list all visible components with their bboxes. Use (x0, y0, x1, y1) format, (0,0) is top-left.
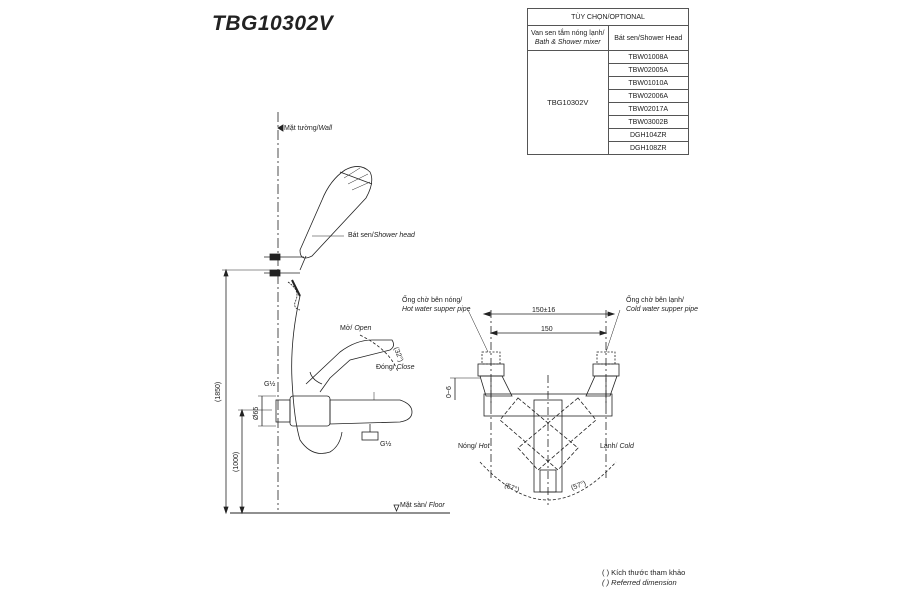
reference-note-en: ( ) Referred dimension (602, 578, 677, 587)
handle-hot-rotated (499, 397, 579, 471)
dim-outer-label: 150±16 (532, 307, 555, 314)
reference-note-vi: ( ) Kích thước tham khảo (602, 568, 686, 577)
rotation-arc (479, 461, 617, 501)
mixer-front-body (483, 393, 613, 417)
angle-right-label: (57°) (570, 479, 587, 492)
mixer-side-drawing (275, 339, 413, 441)
dim-arrow (239, 506, 245, 515)
dim-arrow (223, 506, 229, 515)
cold-label: Lạnh/ Cold (600, 443, 635, 450)
mixer-column-header-vi: Van sen tắm nóng lạnh/ (531, 30, 605, 37)
shower-head-column-header: Bát sen/Shower Head (607, 25, 689, 51)
wall-label: Mặt tường/Wall (284, 125, 333, 132)
open-label: Mở/ Open (340, 324, 372, 332)
close-label: Đóng/ Close (376, 364, 415, 371)
angle-left-label: (57°) (503, 481, 520, 494)
hose-drawing (291, 295, 343, 454)
product-title: TBG10302V (212, 12, 334, 35)
cold-fitting-drawing (585, 351, 620, 406)
dim-arrow (607, 311, 616, 317)
shower-head-label: Bát sen/Shower head (348, 232, 416, 239)
handle-cold-rotated (517, 397, 597, 471)
shower-head-cell: DGH108ZR (607, 141, 689, 155)
hot-fitting-drawing (477, 351, 513, 406)
reference-note: ( ) Kích thước tham khảo ( ) Referred di… (602, 568, 685, 588)
spout-front (539, 469, 557, 493)
wall-bracket-drawing (264, 253, 304, 311)
dim-arrow (223, 268, 229, 277)
hot-label: Nóng/ Hot (458, 443, 491, 450)
dim-arrow (489, 330, 498, 336)
mixer-column-header-en: Bath & Shower mixer (534, 39, 601, 46)
floor-arrow (393, 504, 400, 513)
thread-bottom-label: G½ (380, 440, 391, 448)
model-cell: TBG10302V (527, 50, 609, 155)
thread-top-label: G½ (264, 380, 275, 388)
shower-head-drawing (299, 166, 373, 271)
leader-hot-pipe (467, 309, 489, 353)
dim-inner-label: 150 (541, 326, 553, 333)
dim-depth-label: 0~6 (446, 386, 453, 398)
hot-pipe-label: Ống chờ bên nóng/ Hot water supper pipe (402, 294, 471, 313)
open-arc (359, 334, 399, 373)
floor-label: Mặt sàn/ Floor (400, 502, 445, 509)
leader-cold-pipe (605, 309, 621, 353)
cold-pipe-label: Ống chờ bên lạnh/ Cold water supper pipe (626, 294, 698, 313)
height-total-label: (1850) (215, 382, 222, 402)
dim-arrow (239, 408, 245, 417)
wall-arrow (277, 124, 284, 132)
height-mixer-label: (1000) (233, 452, 240, 472)
optional-table: TÙY CHỌN/OPTIONAL Van sen tắm nóng lạnh/… (527, 8, 689, 155)
angle-open-label: (32°) (392, 346, 405, 363)
diameter-label: Ø65 (253, 407, 260, 420)
dim-arrow (599, 330, 608, 336)
dim-arrow (482, 311, 491, 317)
